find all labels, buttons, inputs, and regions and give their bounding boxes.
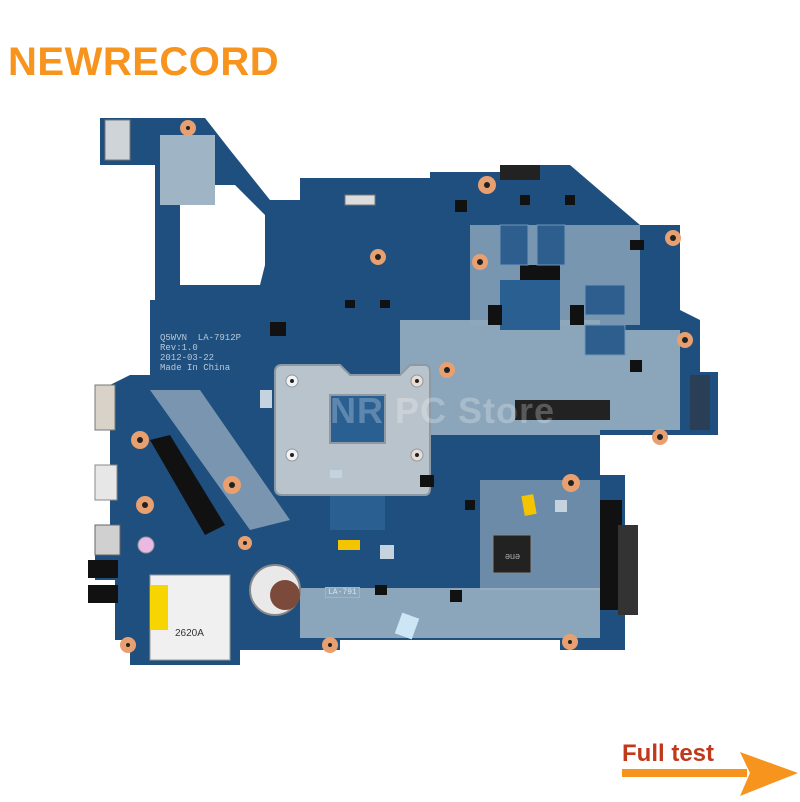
brand-logo: NEWRECORD (8, 40, 280, 84)
arrow-right-icon (622, 752, 798, 796)
silkscreen-origin: Made In China (160, 363, 231, 373)
store-watermark: NR PC Store (330, 390, 556, 431)
hdd-connector-label: C1238 (627, 556, 638, 584)
ec-chip-logo: ene (505, 552, 521, 562)
full-test-badge: Full test (622, 740, 715, 767)
silkscreen-model: Q5WVN LA-7912P (160, 333, 242, 343)
ec-chip (492, 534, 532, 574)
ic-label: LA-791 (325, 587, 360, 598)
silkscreen-date: 2012-03-22 (160, 353, 215, 363)
silkscreen-rev: Rev:1.0 (160, 343, 198, 353)
sd-label: 2620A (175, 628, 204, 639)
